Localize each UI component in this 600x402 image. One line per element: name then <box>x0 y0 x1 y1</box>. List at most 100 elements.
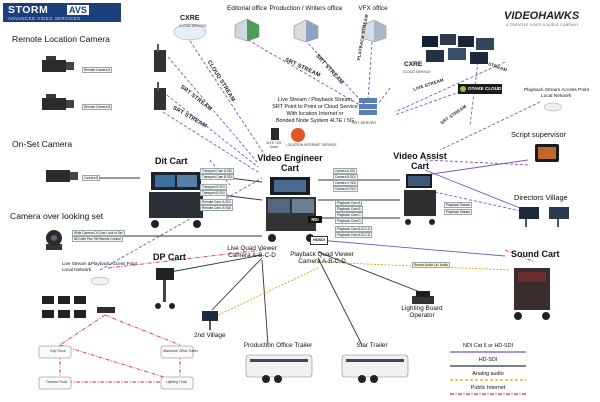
lte-node-icon <box>271 128 279 140</box>
veng-tag: Camera D SDI <box>333 186 358 192</box>
legend-hdsdi: HD-SDI <box>478 357 498 363</box>
stream-desc-3: With location Internet or <box>286 111 344 117</box>
building-icon <box>234 18 260 41</box>
vassist-title-2: Cart <box>410 161 430 171</box>
storm-name: STORM <box>8 4 49 16</box>
vassist-cart-icon <box>404 174 436 225</box>
remote-cam-b-tag: Remote Camera B <box>82 104 113 110</box>
legend-lines <box>450 351 526 395</box>
prod-trailer-label: Production Office Trailer <box>243 342 313 349</box>
van-label: Camera Truck <box>46 380 68 384</box>
camera-icon <box>46 170 78 182</box>
dit-tag: Transport B SDI <box>200 184 227 190</box>
remote-cam-a-tag: Remote Camera A <box>82 67 113 73</box>
ap-right-line-2: Local Network <box>541 94 572 99</box>
monitor-wall-icon <box>422 34 494 64</box>
analog-lines <box>211 261 511 319</box>
cxre-cloud-icon <box>173 23 207 41</box>
star-trailer-label: Star Trailer <box>356 342 388 349</box>
trailer-icon <box>341 354 409 383</box>
van-icon <box>160 376 194 390</box>
camera-icon <box>42 94 74 110</box>
dp-cart-title: DP Cart <box>153 252 186 262</box>
pb-quad-label-2: Camera A-B-C-D <box>298 258 346 265</box>
van-label: Grip Truck <box>50 349 66 353</box>
cxre-top-label: CXRE <box>180 15 200 22</box>
lighting-label-2: Operator <box>409 312 435 319</box>
transmitter-icon <box>154 44 166 72</box>
live-quad-label-2: Camera A-B-C-D <box>228 252 276 259</box>
hdsdi-badge: HDSDI <box>310 236 328 245</box>
dit-tag: Remote Cam. A SDI <box>200 199 233 205</box>
editorial-office-label: Editorial office <box>226 5 268 12</box>
legend-internet: Public Internet <box>470 385 506 391</box>
ndi-lines <box>317 159 531 257</box>
cxre-mid-sub: CLOUD SERVICE <box>403 70 431 74</box>
van-icon <box>160 345 194 359</box>
monitor-pair-icon <box>519 207 569 227</box>
live-quad-label-1: Live Quad Viewer <box>227 245 277 252</box>
trailer-icon <box>245 354 313 383</box>
storm-tagline: ADVANCED VIDEO SERVICES <box>8 16 81 21</box>
dit-cart-icon <box>149 172 203 228</box>
cxre-top-sub: CLOUD SERVICE <box>179 24 207 28</box>
hdsdi-lines <box>95 174 421 346</box>
onset-camera-title: On-Set Camera <box>12 139 73 149</box>
veng-tag: Playback Cam A-B-C-D <box>335 232 373 238</box>
overlook-note-2: NDI with Pan Tilt Remote Control <box>72 236 123 242</box>
ptz-camera-icon <box>46 230 62 250</box>
lighting-console-icon <box>412 291 434 304</box>
internet-globe-icon <box>291 128 305 142</box>
lte-sub: Node <box>270 145 279 149</box>
location-internet-label: LOCATION INTERNET SERVICE <box>286 143 337 147</box>
dit-tag: Transport Cam B SDI <box>200 174 235 180</box>
sound-cart-label: Sound Cart <box>511 249 560 259</box>
vassist-tag: Playback Stream <box>444 209 473 215</box>
internet-lines <box>59 249 536 383</box>
otake-icon <box>460 86 466 92</box>
stream-desc-1: Live Stream / Playback Stream <box>277 97 353 103</box>
veng-cart-title-2: Cart <box>280 163 300 173</box>
second-village-label: 2nd Village <box>194 332 226 339</box>
videohawks-tagline: A CREATIVE VIDEO & AUDIO COMPANY <box>506 23 579 27</box>
router-icon <box>97 307 115 313</box>
building-icon <box>293 19 319 42</box>
directors-village-label: Directors Village <box>514 193 568 202</box>
legend-analog: Analog audio <box>472 371 504 377</box>
monitor-icon <box>202 311 218 330</box>
veng-tag: Playback Cam B <box>335 206 363 212</box>
sound-tag: Record Audio Lin. Audio <box>412 262 451 268</box>
access-point-icon <box>90 276 110 286</box>
van-icon <box>38 345 72 359</box>
veng-cart-title-1: Video Engineer <box>257 153 323 163</box>
otake-badge: OTAKE CLOUD <box>458 84 502 94</box>
storm-avs-logo: STORM AVS ADVANCED VIDEO SERVICES <box>3 3 121 22</box>
videohawks-logo: VIDEOHAWKS <box>504 10 580 22</box>
veng-tag: Playback Cam A <box>335 200 363 206</box>
veng-tag: Playback Cam D <box>335 218 363 224</box>
legend-ndi: NDI Cat 6 or HD-SDI <box>462 343 514 349</box>
lighting-label-1: Lighting Board <box>401 305 443 312</box>
remote-camera-title: Remote Location Camera <box>12 34 110 44</box>
ap-right-line-1: Playback Stream Access Point <box>524 88 590 93</box>
dit-cart-title: Dit Cart <box>155 156 188 166</box>
ap-left-line-2: Local Network <box>62 267 92 272</box>
overlook-camera-title: Camera over looking set <box>10 211 104 221</box>
veng-tag: Camera C SDI <box>333 180 358 186</box>
dit-tag: Transport B SDI <box>200 190 227 196</box>
monitor-grid-icon <box>42 296 86 318</box>
stream-desc-2: SRT Point to Point or Cloud Service <box>272 104 358 110</box>
veng-tag: Playback Cam C <box>335 212 363 218</box>
otake-label: OTAKE CLOUD <box>468 86 502 91</box>
server-icon <box>359 98 377 115</box>
overlook-note-1: Wide Camera Of Over Look of Set <box>72 230 125 236</box>
production-office-label: Production / Writers office <box>269 5 343 12</box>
ap-left-line-1: Live Stream &Playback Access Point <box>62 261 138 266</box>
vassist-title-1: Video Assist <box>393 151 447 161</box>
veng-tag: Playback Cam A-B-C-D <box>335 226 373 232</box>
lte-label: 4LTE / 5G <box>266 141 282 145</box>
dit-tag: Remote Cam. B SDI <box>200 205 233 211</box>
script-supervisor-label: Script supervisor <box>511 130 567 139</box>
stream-lines <box>99 39 541 271</box>
